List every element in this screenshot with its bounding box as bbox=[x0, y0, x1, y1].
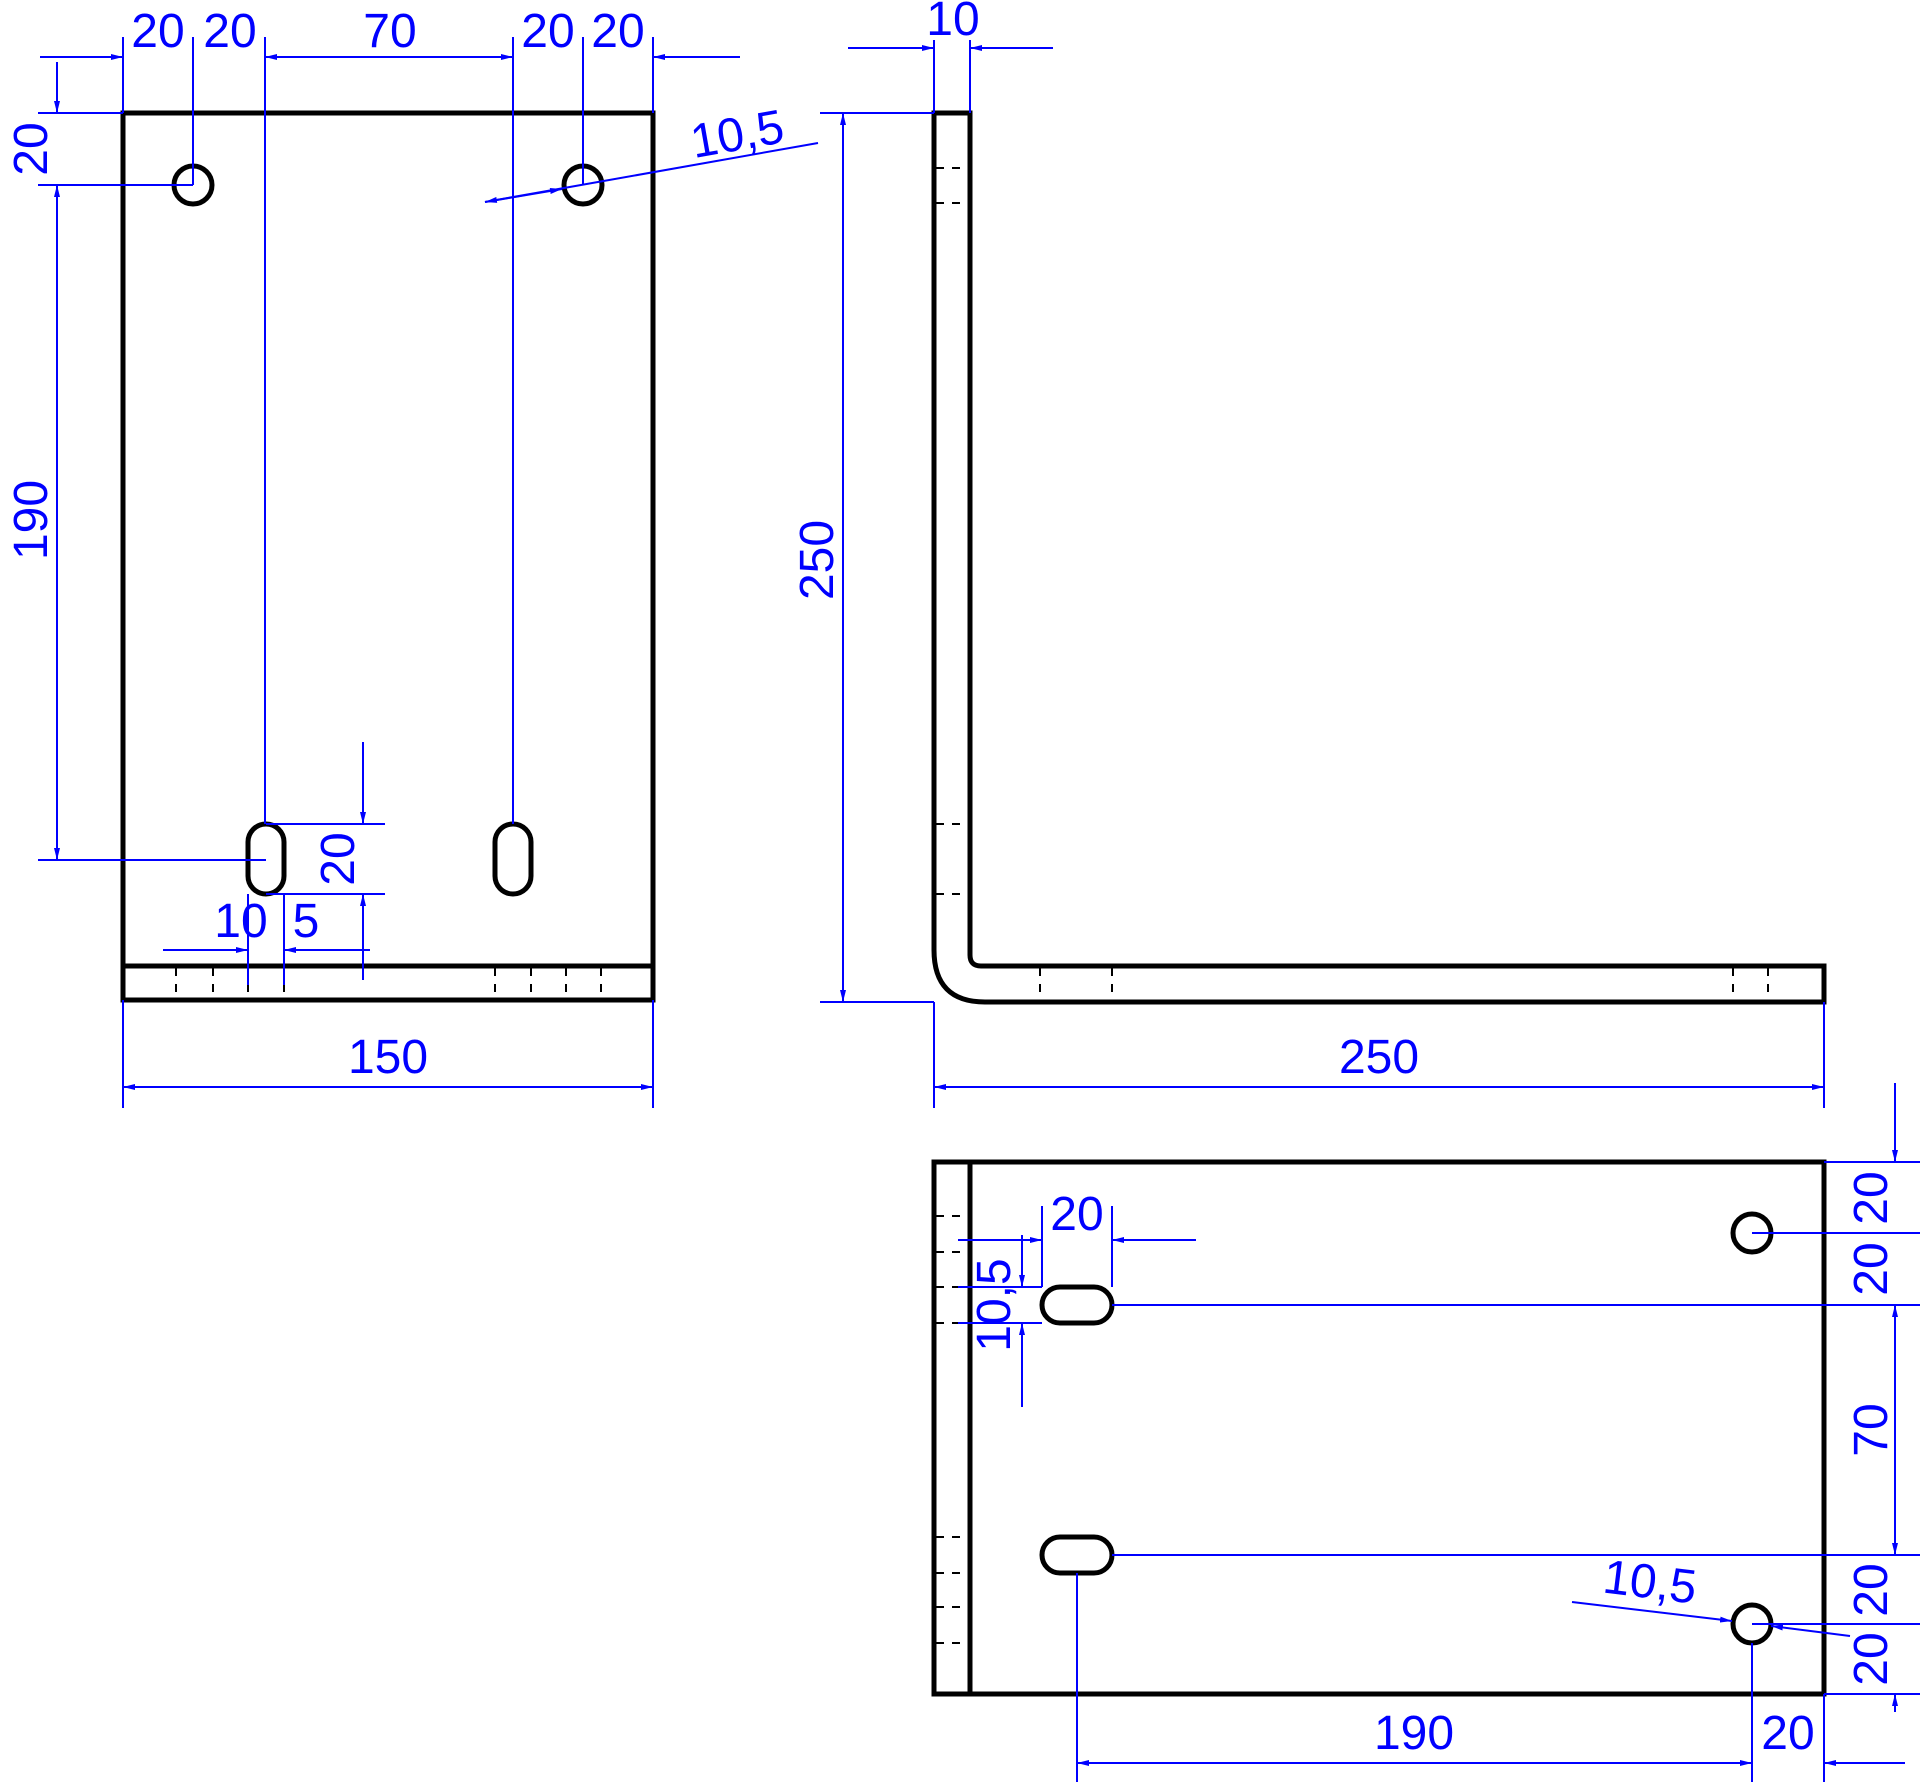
top-dimension-lines bbox=[958, 1083, 1920, 1782]
side-hidden-lines bbox=[936, 167, 1769, 1000]
front-dim-slot-w1: 10 bbox=[214, 895, 267, 948]
top-dim-bottom-end: 20 bbox=[1761, 1707, 1814, 1760]
side-dim-length: 250 bbox=[1339, 1031, 1419, 1084]
front-dim-top-1: 20 bbox=[131, 5, 184, 58]
side-dim-thickness: 10 bbox=[926, 0, 979, 46]
side-view-profile bbox=[931, 110, 1827, 1005]
top-dim-slot-w: 10,5 bbox=[968, 1258, 1021, 1351]
front-dim-left-main: 190 bbox=[5, 480, 58, 560]
front-dim-top-3: 70 bbox=[363, 5, 416, 58]
top-slot-lower bbox=[1039, 1534, 1115, 1576]
top-dim-right-2: 20 bbox=[1845, 1242, 1898, 1295]
front-dim-slot-len: 20 bbox=[312, 832, 365, 885]
front-view: 20 20 70 20 20 20 190 10,5 20 10 5 150 bbox=[5, 5, 819, 1108]
front-dim-hole-dia: 10,5 bbox=[687, 101, 788, 169]
top-dim-right-1: 20 bbox=[1845, 1171, 1898, 1224]
front-dimension-lines bbox=[38, 37, 819, 1108]
top-hidden-lines bbox=[936, 1215, 968, 1644]
front-dim-slot-w2: 5 bbox=[293, 895, 320, 948]
front-dim-top-2: 20 bbox=[203, 5, 256, 58]
front-dim-width: 150 bbox=[348, 1031, 428, 1084]
top-dim-hole-dia: 10,5 bbox=[1600, 1551, 1699, 1615]
top-view: 20 10,5 20 20 70 20 20 10,5 190 20 bbox=[931, 1083, 1920, 1782]
front-hidden-lines bbox=[175, 968, 602, 998]
top-dim-right-5: 20 bbox=[1845, 1632, 1898, 1685]
top-dim-bottom-main: 190 bbox=[1374, 1707, 1454, 1760]
side-dimension-lines bbox=[820, 40, 1825, 1108]
side-view: 10 250 250 bbox=[791, 0, 1827, 1108]
front-dim-left-top: 20 bbox=[5, 122, 58, 175]
side-dim-height: 250 bbox=[791, 520, 844, 600]
top-dim-right-4: 20 bbox=[1845, 1563, 1898, 1616]
front-slot-right bbox=[492, 821, 534, 897]
top-slot-upper bbox=[1039, 1284, 1115, 1326]
front-dim-top-4: 20 bbox=[521, 5, 574, 58]
top-dim-slot-len: 20 bbox=[1050, 1188, 1103, 1241]
front-view-outline bbox=[120, 110, 656, 1003]
front-dim-top-5: 20 bbox=[591, 5, 644, 58]
top-view-outline bbox=[931, 1159, 1827, 1697]
top-dim-right-3: 70 bbox=[1845, 1403, 1898, 1456]
